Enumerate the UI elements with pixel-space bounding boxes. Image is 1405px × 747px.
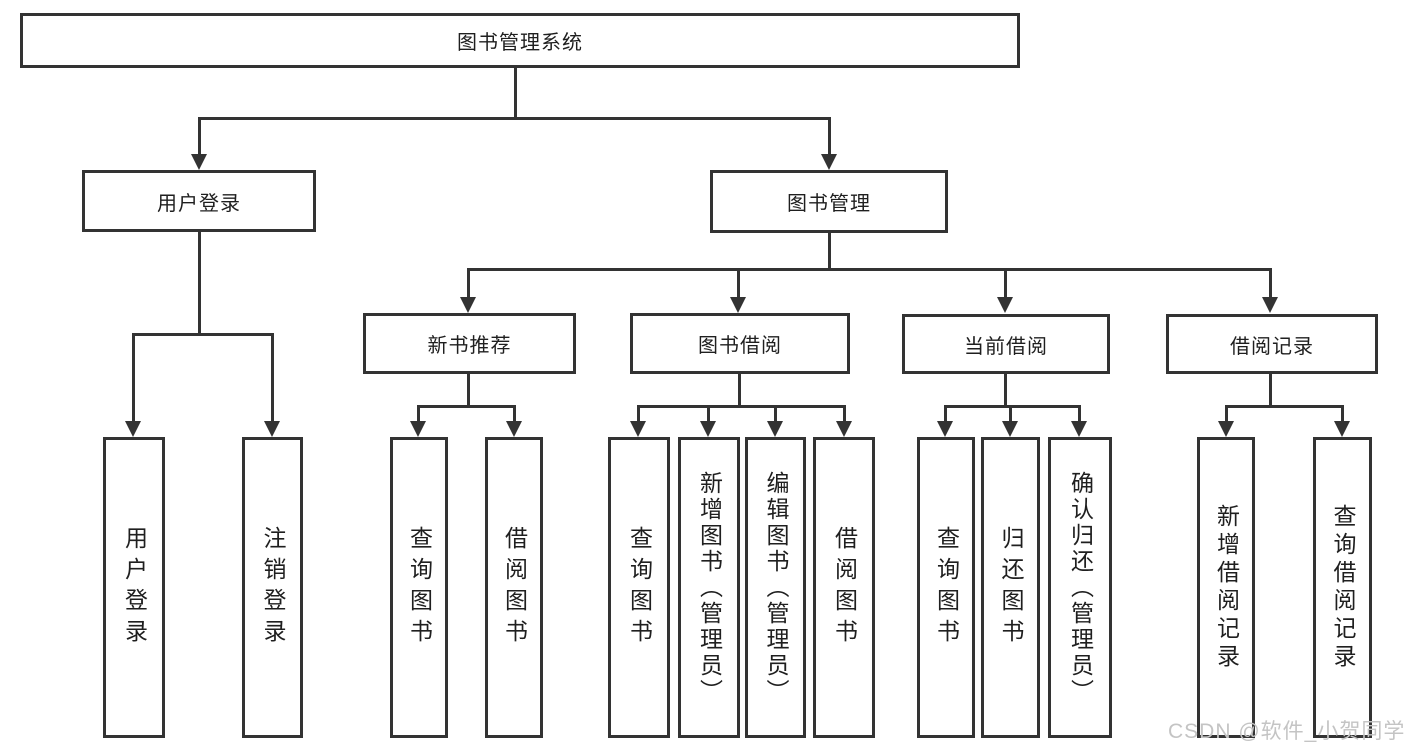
- connector-line: [467, 374, 470, 407]
- connector-line: [637, 405, 846, 408]
- arrowhead-icon: [730, 297, 746, 313]
- connector-line: [513, 405, 516, 424]
- leaf-logout: 注销登录: [242, 437, 303, 738]
- connector-line: [514, 68, 517, 119]
- leaf-current-query-book: 查询图书: [917, 437, 975, 738]
- connector-line: [467, 268, 1272, 271]
- leaf-current-return-book: 归还图书: [981, 437, 1040, 738]
- connector-line: [417, 405, 420, 424]
- connector-line: [198, 232, 201, 335]
- connector-line: [198, 117, 201, 156]
- leaf-record-add: 新增借阅记录: [1197, 437, 1255, 738]
- leaf-borrow-borrow-book: 借阅图书: [813, 437, 875, 738]
- leaf-recommend-borrow-book: 借阅图书: [485, 437, 543, 738]
- arrowhead-icon: [997, 297, 1013, 313]
- arrowhead-icon: [1334, 421, 1350, 437]
- connector-line: [1004, 374, 1007, 407]
- connector-line: [467, 268, 470, 299]
- connector-line: [198, 117, 831, 120]
- node-borrow-record: 借阅记录: [1166, 314, 1378, 374]
- arrowhead-icon: [937, 421, 953, 437]
- arrowhead-icon: [836, 421, 852, 437]
- connector-line: [1225, 405, 1228, 424]
- arrowhead-icon: [700, 421, 716, 437]
- csdn-watermark: CSDN @软件_小贺同学: [1168, 720, 1405, 743]
- arrowhead-icon: [1218, 421, 1234, 437]
- connector-line: [828, 117, 831, 156]
- connector-line: [828, 233, 831, 270]
- connector-line: [1009, 405, 1012, 424]
- connector-line: [132, 333, 274, 336]
- leaf-borrow-edit-book: 编辑图书（管理员）: [745, 437, 806, 738]
- leaf-recommend-query-book: 查询图书: [390, 437, 448, 738]
- connector-line: [1269, 374, 1272, 407]
- arrowhead-icon: [1002, 421, 1018, 437]
- arrowhead-icon: [767, 421, 783, 437]
- connector-line: [1078, 405, 1081, 424]
- arrowhead-icon: [125, 421, 141, 437]
- leaf-borrow-add-book: 新增图书（管理员）: [678, 437, 740, 738]
- node-book-management: 图书管理: [710, 170, 948, 233]
- connector-line: [843, 405, 846, 424]
- connector-line: [738, 374, 741, 407]
- arrowhead-icon: [264, 421, 280, 437]
- connector-line: [637, 405, 640, 424]
- leaf-user-login: 用户登录: [103, 437, 165, 738]
- node-root: 图书管理系统: [20, 13, 1020, 68]
- arrowhead-icon: [460, 297, 476, 313]
- leaf-borrow-query-book: 查询图书: [608, 437, 670, 738]
- connector-line: [417, 405, 516, 408]
- connector-line: [1269, 268, 1272, 299]
- connector-line: [1341, 405, 1344, 424]
- connector-line: [1225, 405, 1343, 408]
- connector-line: [944, 405, 947, 424]
- arrowhead-icon: [821, 154, 837, 170]
- leaf-current-confirm-return: 确认归还（管理员）: [1048, 437, 1112, 738]
- connector-line: [737, 268, 740, 299]
- connector-line: [774, 405, 777, 424]
- connector-line: [944, 405, 1081, 408]
- arrowhead-icon: [630, 421, 646, 437]
- arrowhead-icon: [1071, 421, 1087, 437]
- arrowhead-icon: [410, 421, 426, 437]
- arrowhead-icon: [1262, 297, 1278, 313]
- node-book-borrow: 图书借阅: [630, 313, 850, 374]
- arrowhead-icon: [506, 421, 522, 437]
- arrowhead-icon: [191, 154, 207, 170]
- leaf-record-query: 查询借阅记录: [1313, 437, 1372, 738]
- connector-line: [271, 333, 274, 424]
- node-user-login: 用户登录: [82, 170, 316, 232]
- connector-line: [707, 405, 710, 424]
- node-current-borrow: 当前借阅: [902, 314, 1110, 374]
- connector-line: [132, 333, 135, 424]
- node-new-book-recommend: 新书推荐: [363, 313, 576, 374]
- connector-line: [1004, 268, 1007, 299]
